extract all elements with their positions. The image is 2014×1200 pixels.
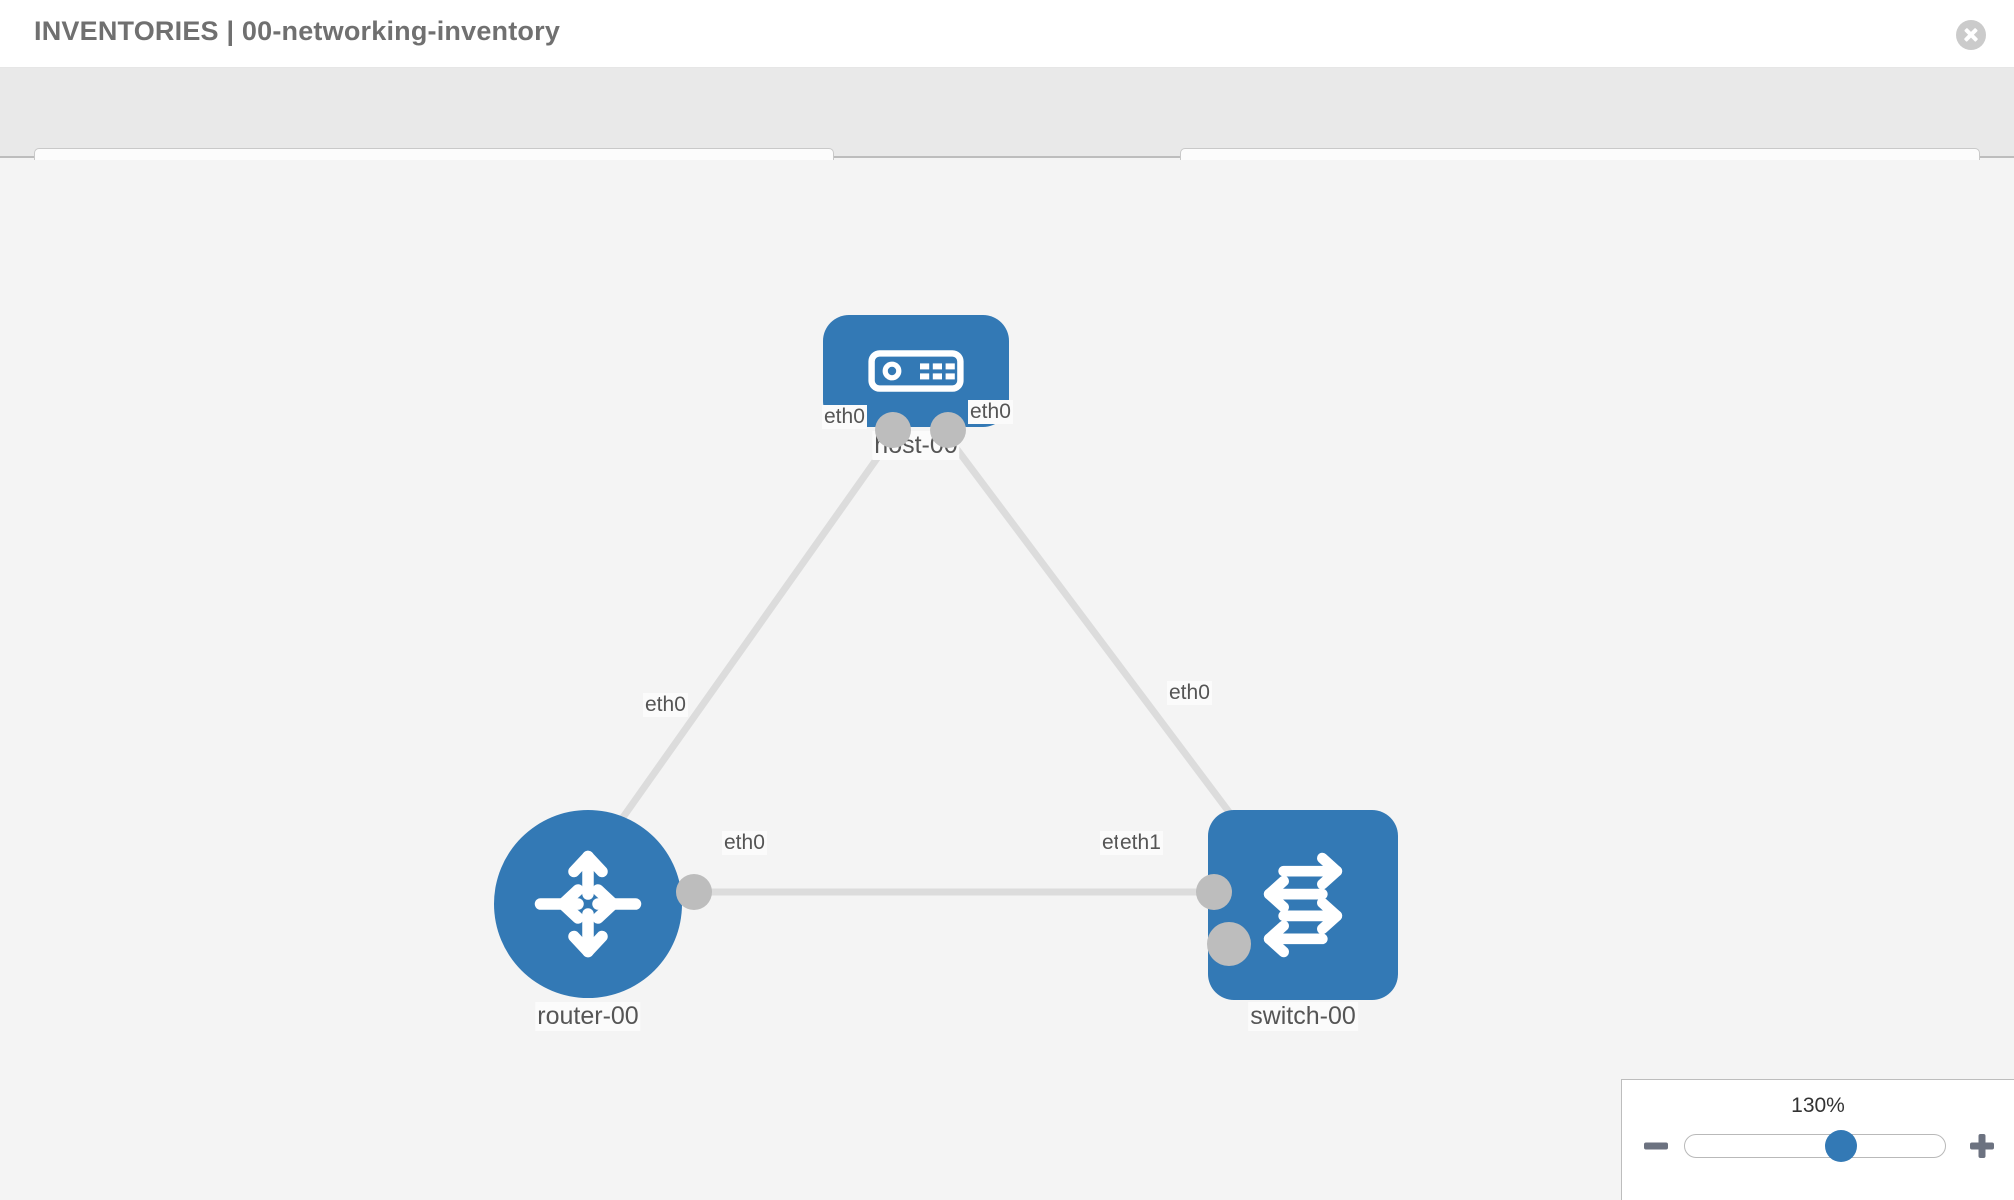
close-icon[interactable] — [1956, 20, 1986, 50]
connector-stub — [875, 412, 911, 448]
connector-stub — [676, 874, 712, 910]
router-arrows-icon — [534, 850, 642, 958]
topology-canvas[interactable]: host-00 router-00 — [0, 160, 2014, 1200]
page-title: INVENTORIES | 00-networking-inventory — [34, 16, 561, 46]
interface-label-router-east: eth0 — [722, 831, 767, 855]
zoom-control-panel: 130% — [1621, 1079, 2014, 1200]
zoom-slider-thumb[interactable] — [1825, 1130, 1857, 1162]
connector-stub — [930, 412, 966, 448]
page-header: INVENTORIES | 00-networking-inventory — [0, 0, 2014, 68]
zoom-level-label: 130% — [1791, 1094, 1845, 1117]
interface-label-switch-up: eth0 — [1167, 681, 1212, 705]
zoom-in-button[interactable] — [1968, 1132, 1996, 1160]
interface-label-host-left: eth0 — [822, 405, 867, 429]
interface-label-router-up: eth0 — [643, 693, 688, 717]
connector-stub — [1207, 922, 1251, 966]
interface-label-host-right: eth0 — [968, 400, 1013, 424]
node-label-switch-00: switch-00 — [1248, 1002, 1358, 1031]
interface-label-switch-west: eth1 — [1118, 831, 1163, 855]
zoom-slider[interactable] — [1684, 1130, 1946, 1162]
switch-node-shape[interactable] — [1208, 810, 1398, 1000]
server-icon — [868, 350, 964, 392]
switch-arrows-icon — [1263, 852, 1343, 958]
zoom-out-button[interactable] — [1642, 1132, 1670, 1160]
topology-edges — [611, 437, 1238, 896]
topology-node-switch-00[interactable]: switch-00 — [1208, 810, 1398, 1031]
node-label-router-00: router-00 — [535, 1002, 641, 1031]
toolbar: ACTIONS SEARCH — [0, 68, 2014, 202]
router-node-shape[interactable] — [494, 810, 682, 998]
topology-node-router-00[interactable]: router-00 — [494, 810, 682, 1031]
connector-stub — [1196, 874, 1232, 910]
